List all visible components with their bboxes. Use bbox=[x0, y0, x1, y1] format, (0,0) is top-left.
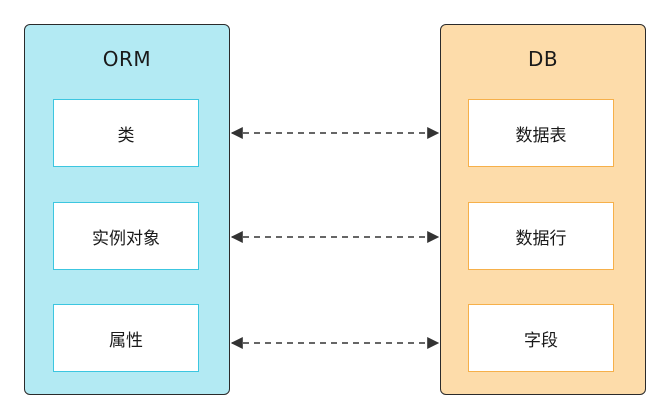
orm-node-instance-object: 实例对象 bbox=[53, 202, 199, 270]
db-node-field: 字段 bbox=[468, 304, 614, 372]
db-panel-title: DB bbox=[527, 47, 559, 71]
orm-node-attribute: 属性 bbox=[53, 304, 199, 372]
orm-panel-title: ORM bbox=[102, 47, 152, 71]
orm-node-class: 类 bbox=[53, 99, 199, 167]
db-node-table: 数据表 bbox=[468, 99, 614, 167]
db-node-row: 数据行 bbox=[468, 202, 614, 270]
